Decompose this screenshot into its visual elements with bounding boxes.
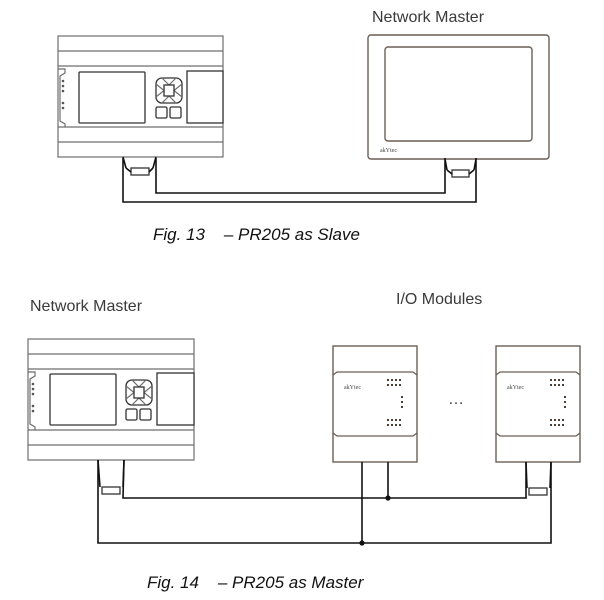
pr205-controller [27, 338, 195, 461]
function-button-2 [169, 106, 182, 119]
rs485-bus [122, 158, 477, 203]
junction-dot [385, 495, 391, 501]
status-leds [61, 79, 65, 110]
brand-logo: akYtec [380, 148, 397, 154]
function-button-1 [125, 408, 138, 421]
plc-connector [122, 156, 157, 176]
led-indicators [387, 379, 403, 426]
function-button-2 [139, 408, 152, 421]
side-panel [156, 372, 195, 426]
io-module: akYtec [495, 345, 581, 463]
io-module: akYtec [332, 345, 418, 463]
bus-line-b [122, 158, 477, 203]
brand-logo: akYtec [344, 385, 361, 391]
hmi-connector [444, 158, 477, 178]
bus-line-b [97, 460, 552, 544]
side-panel [186, 70, 224, 124]
network-master-label: Network Master [30, 298, 143, 315]
function-button-1 [155, 106, 168, 119]
display [49, 373, 117, 426]
hmi-panel: akYtec [367, 34, 550, 160]
figure-13-caption: Fig. 13 – PR205 as Slave [153, 225, 360, 244]
figure-13: Network Master [57, 9, 550, 244]
display [78, 71, 146, 124]
navigation-keypad-icon [155, 77, 183, 104]
figure-14: Network Master I/O Modules [27, 291, 581, 592]
pr205-controller [57, 35, 224, 158]
led-indicators [550, 379, 566, 426]
brand-logo: akYtec [507, 385, 524, 391]
bus-line-a [155, 158, 446, 194]
io-modules-label: I/O Modules [396, 291, 482, 308]
plc-connector [97, 459, 125, 495]
navigation-keypad-icon [125, 379, 153, 406]
junction-dot [359, 540, 365, 546]
module-connector [525, 461, 552, 496]
ellipsis: … [448, 391, 464, 408]
rs485-bus [97, 459, 552, 546]
network-master-label: Network Master [372, 9, 485, 26]
status-leds [31, 382, 35, 413]
bus-line-a [122, 459, 527, 499]
figure-14-caption: Fig. 14 – PR205 as Master [147, 573, 365, 592]
